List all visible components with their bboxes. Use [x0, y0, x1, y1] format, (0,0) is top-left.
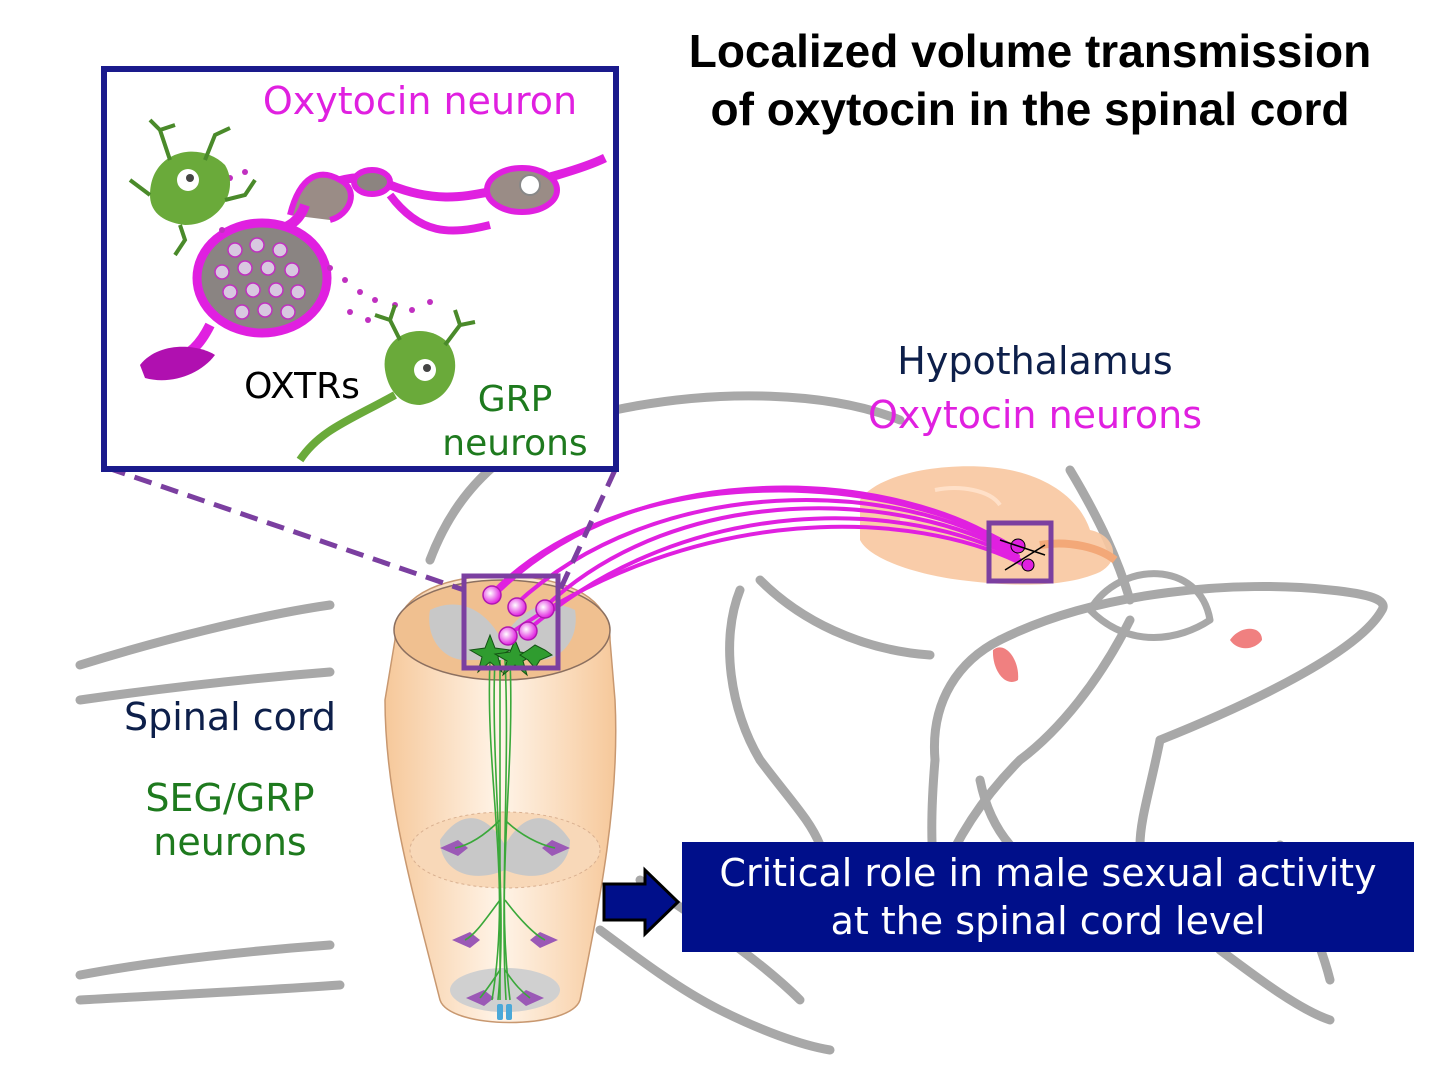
conclusion-callout: Critical role in male sexual activity at… [682, 842, 1414, 952]
result-arrow-icon [602, 866, 681, 938]
hypothalamus-label: Hypothalamus [897, 339, 1173, 383]
diagram-title: Localized volume transmission of oxytoci… [688, 25, 1372, 135]
inset-panel [101, 66, 619, 472]
zoom-lines [107, 465, 618, 593]
hypothalamus-neurons [999, 538, 1046, 572]
spinal-roi-box [461, 573, 561, 671]
oxtrs-label: OXTRs [244, 366, 360, 407]
oxytocin-neurons-label: Oxytocin neurons [867, 393, 1203, 437]
inset-illustration [128, 118, 607, 463]
oxytocin-terminals [482, 585, 555, 646]
seg-grp-neurons-label: SEG/GRP neurons [145, 776, 315, 864]
inset-title-oxytocin-neuron: Oxytocin neuron [262, 79, 578, 123]
rat-eye-lower [992, 647, 1019, 682]
rat-eye-upper [1230, 628, 1262, 649]
oxytocin-axons [488, 485, 1024, 637]
hypothalamus-roi-box [986, 520, 1054, 584]
grp-neurons-label: GRP neurons [442, 379, 588, 464]
spinal-cord-label: Spinal cord [123, 695, 337, 739]
spinal-cord-illustration [384, 574, 617, 1024]
